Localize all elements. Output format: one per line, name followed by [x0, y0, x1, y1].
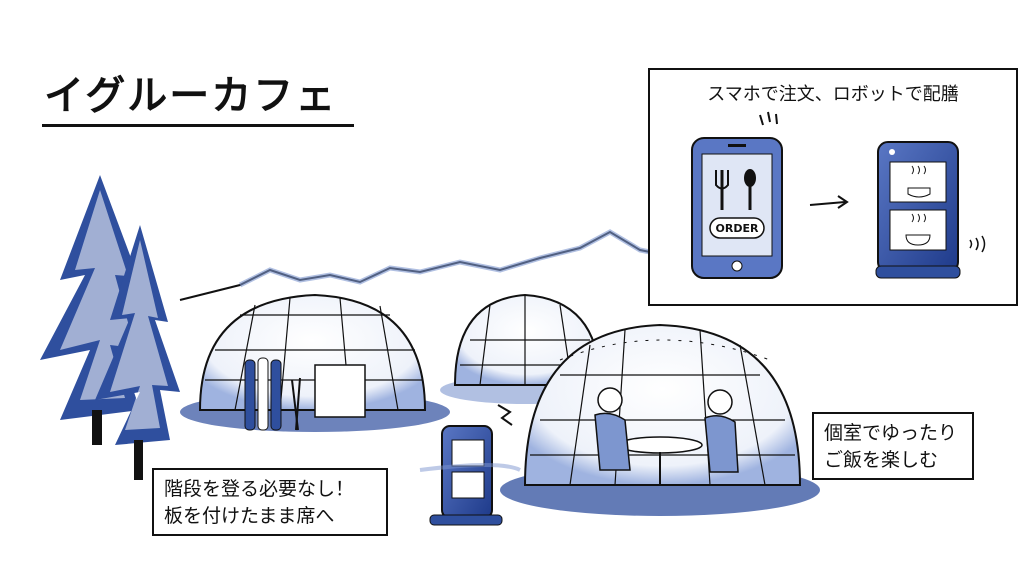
title-underline — [42, 124, 354, 127]
callout-line: ご飯を楽しむ — [824, 449, 939, 471]
snowy-tree-right — [95, 225, 180, 480]
motion-mark — [497, 404, 513, 426]
ordering-inset: スマホで注文、ロボットで配膳 ORDER — [648, 68, 1018, 306]
callout-line: 階段を登る必要なし！ — [164, 478, 355, 500]
callout-private-room: 個室でゆったり ご飯を楽しむ — [812, 412, 974, 480]
page-title: イグルーカフェ — [44, 73, 338, 119]
order-label: ORDER — [716, 222, 759, 235]
callout-no-stairs: 階段を登る必要なし！ 板を付けたまま席へ — [152, 468, 388, 536]
callout-line: 個室でゆったり — [824, 422, 958, 444]
front-igloo — [500, 323, 820, 516]
notification-icon — [759, 111, 778, 126]
left-igloo — [180, 293, 450, 432]
delivery-robot — [429, 425, 503, 526]
arrow-right-icon — [809, 195, 849, 209]
motion-lines-icon — [969, 235, 986, 253]
robot-icon — [875, 141, 961, 279]
callout-line: 板を付けたまま席へ — [164, 505, 335, 527]
inset-caption: スマホで注文、ロボットで配膳 — [707, 84, 959, 105]
inset-illustration: ORDER — [691, 111, 986, 279]
smartphone-icon — [691, 137, 783, 279]
